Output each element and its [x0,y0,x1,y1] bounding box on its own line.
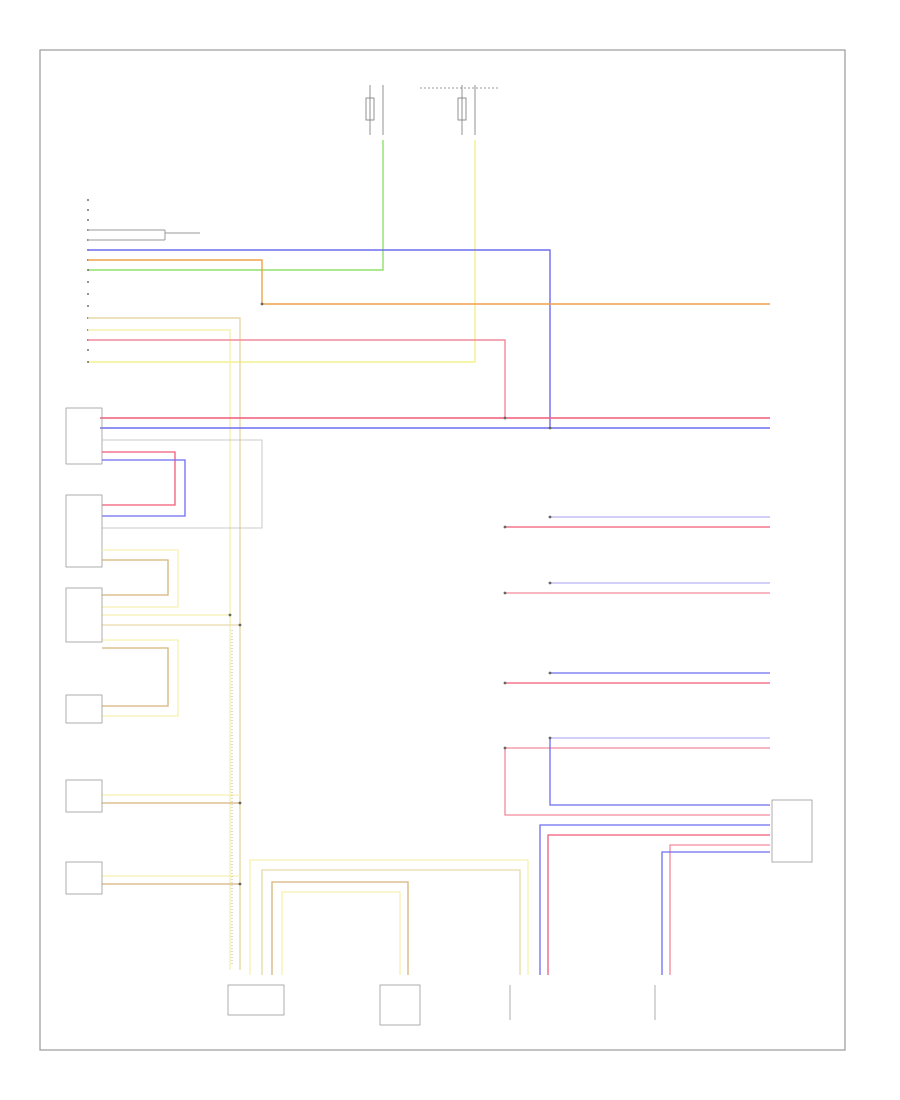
left-module-lower2 [65,694,103,724]
wire-yellow-top [88,140,476,363]
connector-main-pins [87,199,89,363]
wire-blue-loop [102,459,186,517]
left-module-top [65,407,103,465]
right-connector-box [771,799,813,863]
wire-tan-a [88,317,241,970]
wire-red-loop [102,451,176,506]
wire-lightyellow-a [88,329,231,970]
bottom-module-1 [227,984,285,1016]
fuse-source-right [420,85,500,135]
wire-gray-frame [102,439,263,529]
wires-bottom-harness [249,859,529,975]
wires-bottom-right [539,824,770,975]
wire-gray-ground [88,229,200,241]
bottom-module-2 [379,984,421,1026]
junction-dots [228,302,552,886]
sensor-box-a [65,779,103,813]
left-module-mid [65,494,103,568]
right-module-wires [504,516,770,816]
wire-pink-top [88,339,506,418]
wire-orange [88,259,770,305]
sensor-box-b [65,861,103,895]
wires-sensor [102,794,240,885]
wires-yellow-mid [102,549,240,717]
wire-green [88,140,384,271]
wire-blue-top [88,249,551,428]
left-module-lower [65,587,103,643]
fuse-source-left [365,85,384,135]
diagram-border [39,49,846,1051]
